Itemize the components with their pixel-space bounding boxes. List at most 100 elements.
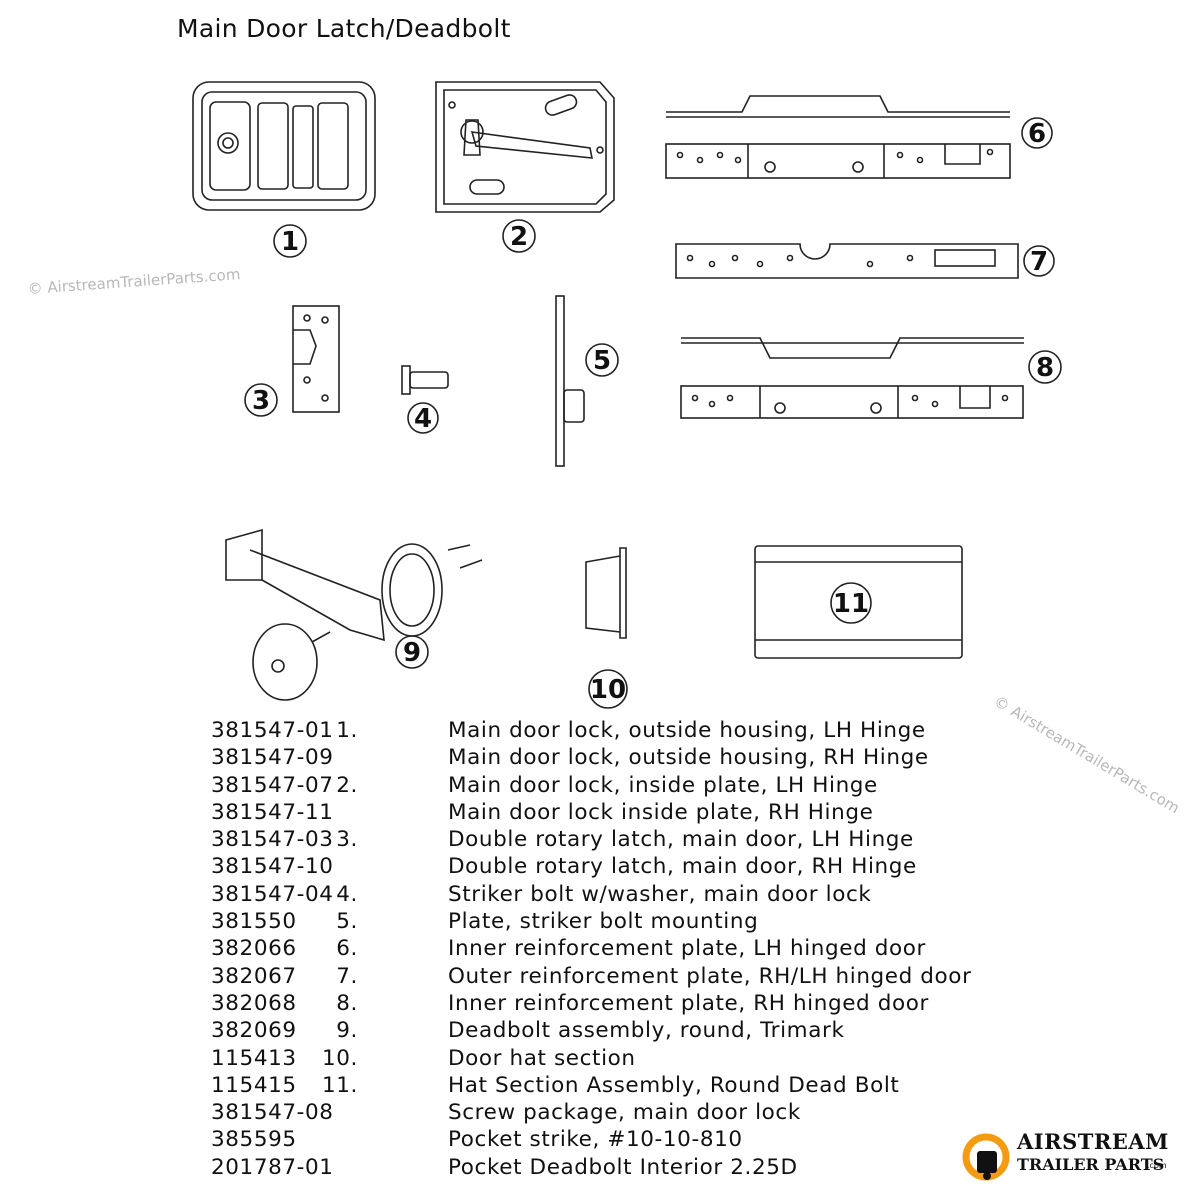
part-row: 1.381547-01 Main door lock, outside housi… bbox=[150, 717, 1050, 744]
part-description: Inner reinforcement plate, LH hinged doo… bbox=[448, 936, 926, 962]
callout-number: 4 bbox=[414, 404, 432, 434]
inner-plate-rh-drawing bbox=[680, 337, 1024, 419]
part-number: 115415 bbox=[211, 1072, 297, 1098]
callout-number: 10 bbox=[590, 675, 626, 705]
callout-3: 3 bbox=[244, 383, 278, 417]
part-index: 1. bbox=[336, 718, 358, 743]
part-row: 5. 381550 Plate, striker bolt mounting bbox=[150, 908, 1050, 935]
part-index: 5. bbox=[336, 909, 358, 935]
part-row: 6. 382066 Inner reinforcement plate, LH hi… bbox=[150, 935, 1050, 962]
callout-8: 8 bbox=[1028, 350, 1062, 384]
callout-number: 11 bbox=[833, 589, 869, 619]
part-row: 381547-10 Double rotary latch, main door,… bbox=[150, 853, 1050, 880]
part-row: 7. 382067 Outer reinforcement plate, RH/LH… bbox=[150, 963, 1050, 990]
part-index: 6. bbox=[336, 936, 358, 962]
callout-10: 10 bbox=[588, 669, 628, 709]
callout-number: 1 bbox=[281, 227, 299, 257]
hat-section-drawing bbox=[585, 547, 627, 639]
part-description: Double rotary latch, main door, RH Hinge bbox=[448, 854, 917, 880]
part-number: 381547-09 bbox=[211, 745, 334, 771]
callout-number: 2 bbox=[510, 222, 528, 252]
rotary-latch-drawing bbox=[292, 305, 340, 413]
part-description: Plate, striker bolt mounting bbox=[448, 909, 759, 935]
part-row: 381547-09 Main door lock, outside housing… bbox=[150, 744, 1050, 771]
airstream-logo-icon bbox=[962, 1133, 1010, 1181]
callout-9: 9 bbox=[395, 635, 429, 669]
part-number: 382066 bbox=[211, 936, 297, 962]
part-row: 2.381547-07 Main door lock, inside plate,… bbox=[150, 772, 1050, 799]
part-description: Main door lock inside plate, RH Hinge bbox=[448, 799, 874, 825]
part-row: 381547-11 Main door lock inside plate, RH… bbox=[150, 799, 1050, 826]
callout-number: 5 bbox=[593, 346, 611, 376]
callout-2: 2 bbox=[502, 219, 536, 253]
outer-plate-drawing bbox=[675, 243, 1019, 279]
part-description: Deadbolt assembly, round, Trimark bbox=[448, 1018, 845, 1044]
part-number: 381547-01 bbox=[211, 718, 334, 743]
part-description: Main door lock, inside plate, LH Hinge bbox=[448, 772, 878, 798]
part-number: 115413 bbox=[211, 1045, 297, 1071]
part-index: 8. bbox=[336, 990, 358, 1016]
part-row: 10. 115413 Door hat section bbox=[150, 1045, 1050, 1072]
callout-1: 1 bbox=[273, 224, 307, 258]
part-number: 382067 bbox=[211, 963, 297, 989]
outside-housing-drawing bbox=[192, 81, 376, 211]
part-number: 382069 bbox=[211, 1018, 297, 1044]
part-index: 7. bbox=[336, 963, 358, 989]
part-row: 11. 115415 Hat Section Assembly, Round Dea… bbox=[150, 1072, 1050, 1099]
logo-line-2: TRAILER PARTS bbox=[1017, 1155, 1165, 1174]
callout-number: 7 bbox=[1030, 247, 1048, 277]
part-description: Pocket Deadbolt Interior 2.25D bbox=[448, 1154, 798, 1180]
part-description: Double rotary latch, main door, LH Hinge bbox=[448, 827, 914, 853]
part-number: 381547-07 bbox=[211, 772, 334, 798]
airstream-logo: AIRSTREAM TRAILER PARTS .com bbox=[962, 1127, 1182, 1185]
part-row: 385595 Pocket strike, #10-10-810 bbox=[150, 1126, 1050, 1153]
part-description: Door hat section bbox=[448, 1045, 636, 1071]
part-row: 4.381547-04 Striker bolt w/washer, main d… bbox=[150, 881, 1050, 908]
deadbolt-drawing bbox=[225, 528, 483, 701]
inside-plate-drawing bbox=[435, 81, 615, 213]
part-description: Inner reinforcement plate, RH hinged doo… bbox=[448, 990, 929, 1016]
logo-line-1: AIRSTREAM bbox=[1017, 1129, 1169, 1154]
part-number: 381547-04 bbox=[211, 881, 334, 907]
callout-7: 7 bbox=[1023, 245, 1055, 277]
part-description: Main door lock, outside housing, RH Hing… bbox=[448, 745, 929, 771]
page-title: Main Door Latch/Deadbolt bbox=[177, 14, 511, 43]
part-description: Main door lock, outside housing, LH Hing… bbox=[448, 718, 926, 743]
callout-6: 6 bbox=[1021, 117, 1053, 149]
part-number: 385595 bbox=[211, 1127, 297, 1153]
part-number: 381550 bbox=[211, 909, 297, 935]
part-number: 381547-10 bbox=[211, 854, 334, 880]
callout-4: 4 bbox=[407, 402, 439, 434]
callout-number: 3 bbox=[252, 386, 270, 416]
part-description: Outer reinforcement plate, RH/LH hinged … bbox=[448, 963, 972, 989]
part-number: 381547-11 bbox=[211, 799, 334, 825]
part-index: 3. bbox=[336, 827, 358, 853]
part-number: 381547-03 bbox=[211, 827, 334, 853]
part-number: 381547-08 bbox=[211, 1100, 334, 1126]
part-index: 11. bbox=[322, 1072, 358, 1098]
logo-suffix: .com bbox=[1147, 1161, 1167, 1170]
part-description: Pocket strike, #10-10-810 bbox=[448, 1127, 743, 1153]
callout-number: 8 bbox=[1036, 353, 1054, 383]
inner-plate-lh-drawing bbox=[665, 95, 1011, 179]
hat-assembly-drawing bbox=[754, 545, 963, 659]
callout-5: 5 bbox=[585, 343, 619, 377]
part-index: 9. bbox=[336, 1018, 358, 1044]
part-description: Hat Section Assembly, Round Dead Bolt bbox=[448, 1072, 900, 1098]
part-row: 9. 382069 Deadbolt assembly, round, Trimar… bbox=[150, 1017, 1050, 1044]
callout-number: 6 bbox=[1028, 119, 1046, 149]
part-number: 382068 bbox=[211, 990, 297, 1016]
part-row: 3.381547-03 Double rotary latch, main doo… bbox=[150, 826, 1050, 853]
part-index: 4. bbox=[336, 881, 358, 907]
parts-diagram: 1 2 3 4 5 6 7 8 9 10 11 bbox=[192, 81, 1062, 709]
part-index: 10. bbox=[322, 1045, 358, 1071]
striker-plate-drawing bbox=[555, 295, 585, 467]
callout-number: 9 bbox=[403, 638, 421, 668]
part-index: 2. bbox=[336, 772, 358, 798]
part-description: Striker bolt w/washer, main door lock bbox=[448, 881, 872, 907]
part-row: 8. 382068 Inner reinforcement plate, RH hi… bbox=[150, 990, 1050, 1017]
callout-11: 11 bbox=[830, 582, 872, 624]
